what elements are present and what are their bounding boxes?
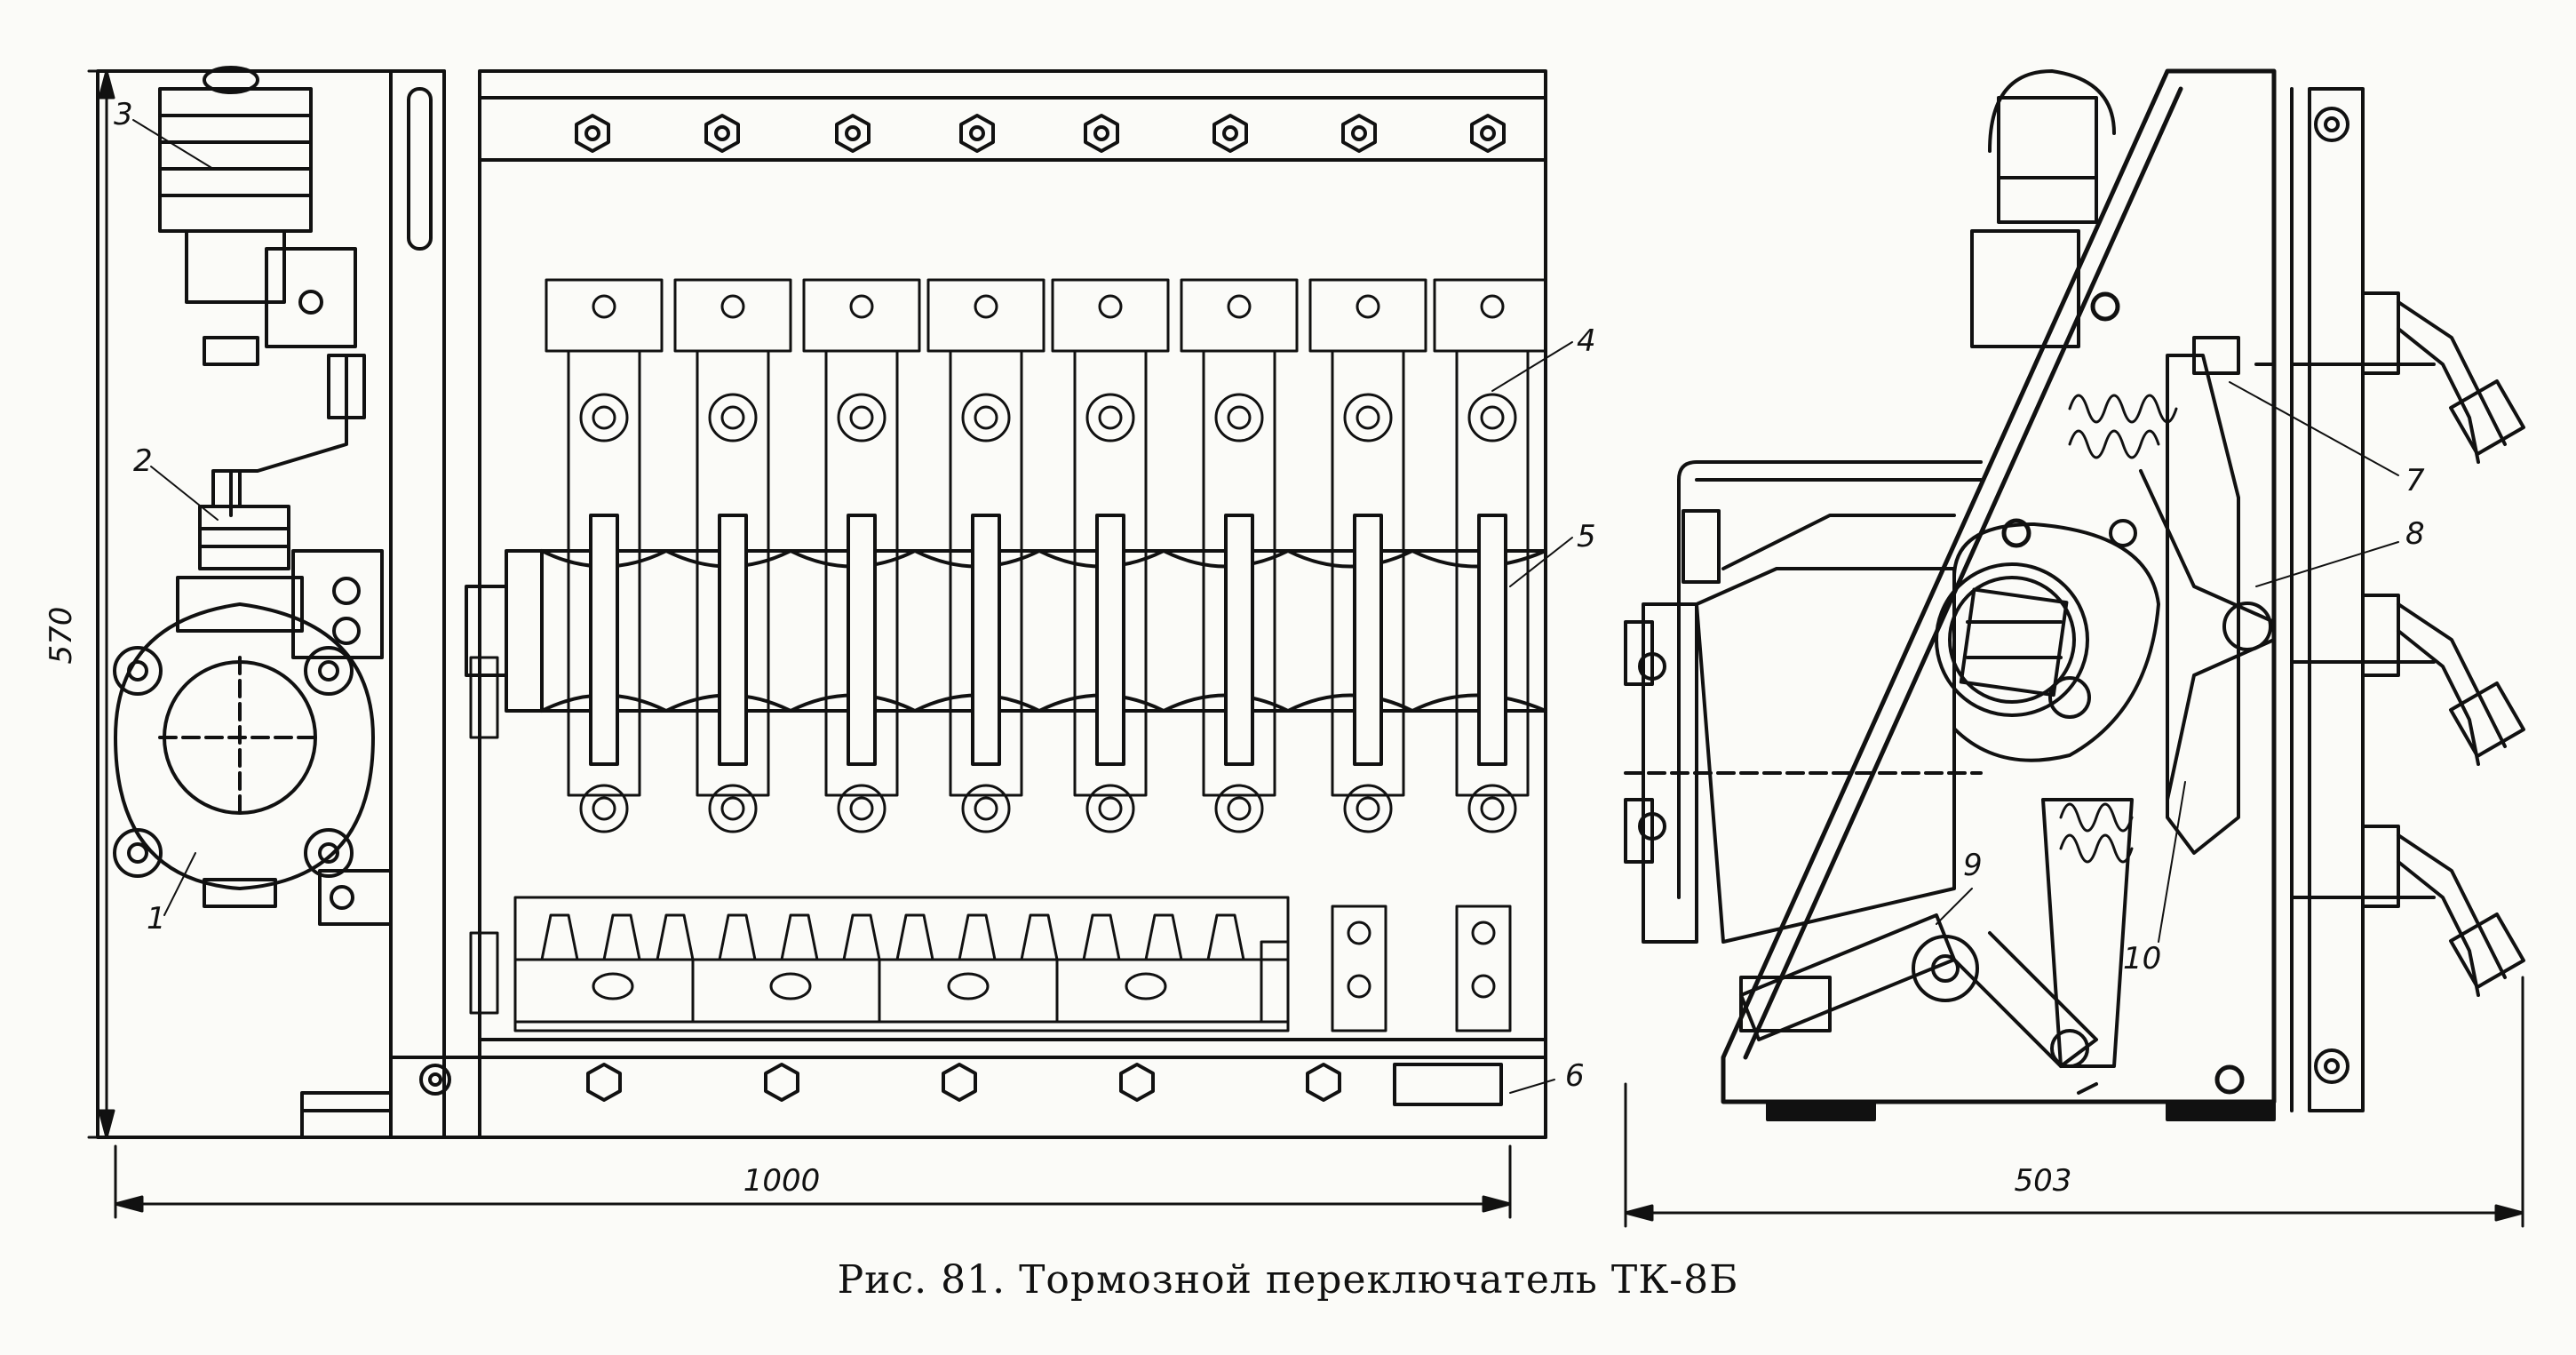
callout-6: 6 xyxy=(1565,1058,1585,1094)
front-leader-lines xyxy=(132,119,1573,1094)
springs xyxy=(2059,394,2178,864)
callout-7: 7 xyxy=(2405,463,2425,498)
top-bolts xyxy=(575,114,1506,153)
callout-8: 8 xyxy=(2405,516,2425,552)
lower-linkage xyxy=(1739,798,2134,1095)
side-housing xyxy=(1624,460,1983,944)
finger-contacts xyxy=(1766,87,2525,1121)
callout-4: 4 xyxy=(1577,323,1596,359)
callout-2: 2 xyxy=(133,443,153,479)
contact-elements xyxy=(545,278,1547,833)
side-shaft xyxy=(1935,522,2160,762)
contact-lever xyxy=(2109,336,2276,855)
triangular-plate xyxy=(1721,68,2277,1104)
height-dimension-label: 570 xyxy=(44,607,79,665)
callout-10: 10 xyxy=(2123,941,2161,976)
callout-1: 1 xyxy=(147,901,166,937)
callout-3: 3 xyxy=(114,97,133,132)
camshaft xyxy=(465,514,1547,766)
drive-mechanism xyxy=(96,66,446,1139)
front-width-dimension-label: 1000 xyxy=(743,1163,821,1199)
front-width-dimension xyxy=(114,1144,1512,1219)
figure-caption: Рис. 81. Тормозной переключатель ТК-8Б xyxy=(837,1257,1739,1303)
callout-5: 5 xyxy=(1577,519,1596,554)
side-width-dimension-label: 503 xyxy=(2015,1163,2072,1199)
callout-9: 9 xyxy=(1963,848,1983,883)
side-leader-lines xyxy=(1936,381,2399,943)
side-view: 503 xyxy=(1624,68,2525,1228)
side-width-dimension xyxy=(1624,976,2524,1228)
front-view: 570 1000 xyxy=(44,66,1596,1219)
terminal-block xyxy=(469,656,1512,1032)
side-valve xyxy=(1970,69,2116,348)
bottom-bolts xyxy=(419,1063,1503,1106)
